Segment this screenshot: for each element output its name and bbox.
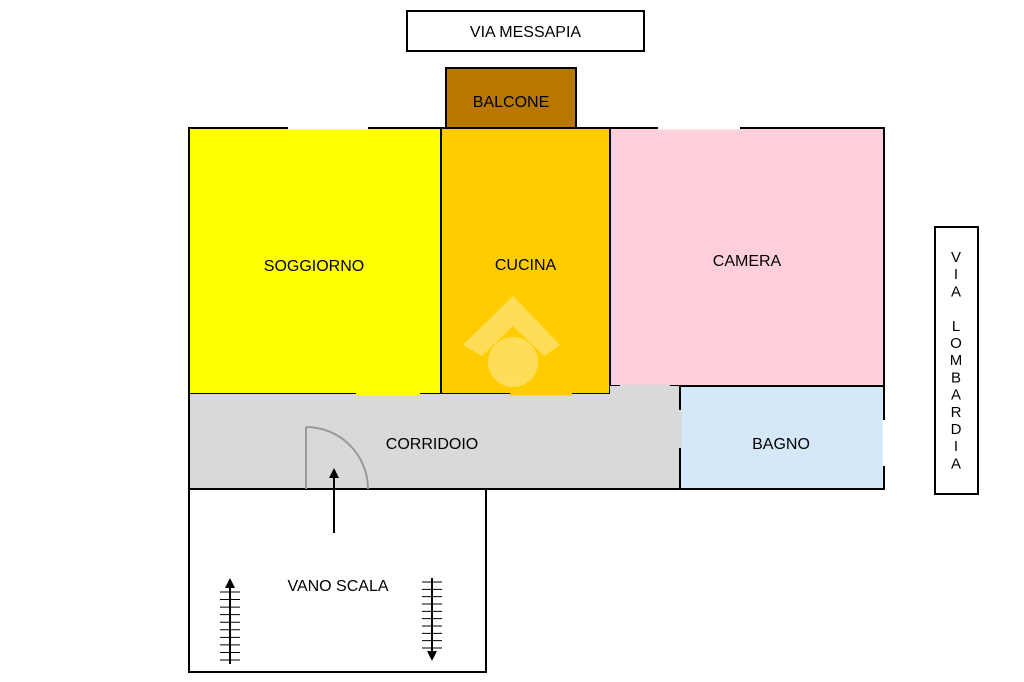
bagno-label: BAGNO	[752, 436, 810, 453]
room-balcone: BALCONE	[445, 67, 577, 129]
stairs-up-icon	[220, 578, 240, 664]
vano-scala-label: VANO SCALA	[287, 578, 388, 595]
openings	[288, 126, 886, 466]
balcone-label: BALCONE	[473, 94, 549, 111]
entry-arrow-icon	[329, 468, 339, 533]
street-top: VIA MESSAPIA	[406, 10, 645, 52]
room-bagno: BAGNO	[679, 385, 885, 490]
door-swing-icon	[305, 426, 369, 490]
street-top-label: VIA MESSAPIA	[470, 24, 581, 41]
room-soggiorno: SOGGIORNO	[188, 127, 442, 395]
room-corridoio: CORRIDOIO	[189, 386, 680, 489]
room-camera: CAMERA	[609, 127, 885, 387]
camera-label: CAMERA	[713, 253, 782, 270]
stairs-down-icon	[422, 578, 442, 661]
cucina-label: CUCINA	[495, 257, 557, 274]
room-cucina: CUCINA	[440, 127, 611, 395]
room-vano-scala: VANO SCALA	[188, 488, 487, 673]
corridoio-label: CORRIDOIO	[386, 436, 478, 453]
soggiorno-label: SOGGIORNO	[264, 258, 364, 275]
house-logo-icon	[463, 296, 560, 387]
